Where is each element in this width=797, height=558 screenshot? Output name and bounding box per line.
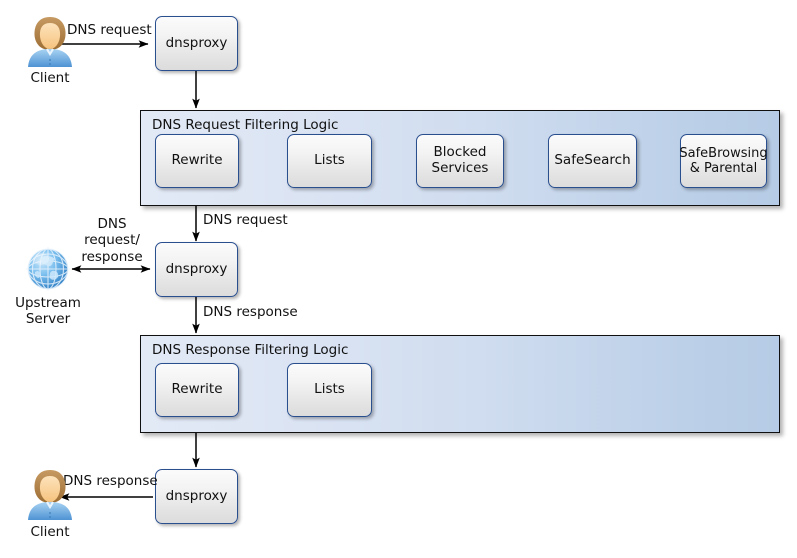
node-dnsproxy-3[interactable]: dnsproxy: [155, 469, 238, 524]
client-icon: [28, 17, 72, 67]
client-top-label: Client: [30, 70, 70, 86]
node-dnsproxy-1[interactable]: dnsproxy: [155, 16, 238, 71]
edge-label-dnsproxy2-to-response-group: DNS response: [203, 304, 298, 320]
group-response-filtering-title: DNS Response Filtering Logic: [152, 342, 349, 358]
client-bottom-icon-wrap: [22, 466, 78, 522]
client-bottom-label: Client: [30, 524, 70, 540]
node-request-safesearch[interactable]: SafeSearch: [548, 134, 637, 188]
edge-label-client-to-dnsproxy1: DNS request: [67, 22, 152, 38]
client-icon: [28, 470, 72, 520]
group-request-filtering-title: DNS Request Filtering Logic: [152, 117, 339, 133]
globe-icon: [26, 247, 70, 291]
node-request-safebrowsing-parental[interactable]: SafeBrowsing & Parental: [679, 134, 768, 188]
client-top-icon-wrap: [22, 13, 78, 69]
edge-label-dnsproxy3-to-client: DNS response: [63, 473, 158, 489]
node-request-lists[interactable]: Lists: [287, 134, 372, 188]
node-response-rewrite[interactable]: Rewrite: [155, 363, 239, 417]
edge-label-dnsproxy1-to-request-group: DNS request: [203, 212, 288, 228]
edge-label-upstream-exchange: DNS request/ response: [81, 216, 143, 265]
upstream-icon-wrap: [22, 243, 74, 295]
node-response-lists[interactable]: Lists: [287, 363, 372, 417]
node-request-rewrite[interactable]: Rewrite: [155, 134, 239, 188]
node-dnsproxy-2[interactable]: dnsproxy: [155, 242, 238, 297]
node-request-blocked-services[interactable]: Blocked Services: [416, 134, 504, 188]
upstream-label: Upstream Server: [15, 295, 81, 328]
group-response-filtering: DNS Response Filtering Logic: [140, 335, 780, 433]
